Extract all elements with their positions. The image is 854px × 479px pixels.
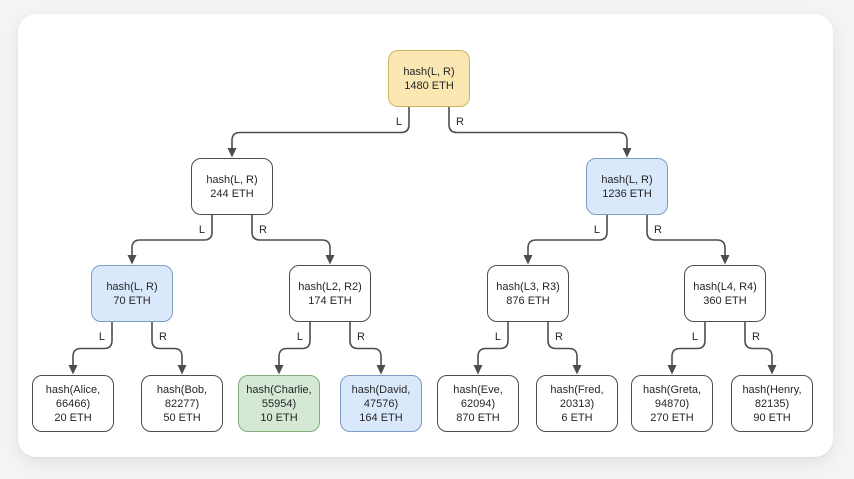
leaf-node-fred: hash(Fred, 20313) 6 ETH (536, 375, 618, 432)
node-label: hash(David, 47576) (351, 383, 411, 410)
tree-node-right-right: hash(L4, R4) 360 ETH (684, 265, 766, 322)
node-label: hash(Fred, 20313) (550, 383, 604, 410)
edge-label: L (199, 224, 205, 236)
node-label: hash(L2, R2) (298, 280, 362, 293)
node-value: 870 ETH (456, 411, 500, 424)
edge-connector (231, 107, 410, 149)
tree-node-left-left: hash(L, R) 70 ETH (91, 265, 173, 322)
node-label: hash(Eve, 62094) (453, 383, 503, 410)
leaf-node-david: hash(David, 47576) 164 ETH (340, 375, 422, 432)
edge-label: L (594, 224, 600, 236)
leaf-node-charlie: hash(Charlie, 55954) 10 ETH (238, 375, 320, 432)
arrowhead-icon (325, 255, 335, 265)
edge-connector (72, 322, 113, 366)
leaf-node-eve: hash(Eve, 62094) 870 ETH (437, 375, 519, 432)
node-value: 174 ETH (308, 294, 352, 307)
edge-label: R (159, 331, 167, 343)
node-label: hash(Alice, 66466) (45, 383, 101, 410)
tree-node-right: hash(L, R) 1236 ETH (586, 158, 668, 215)
node-value: 6 ETH (561, 411, 593, 424)
arrowhead-icon (622, 148, 632, 158)
arrowhead-icon (523, 255, 533, 265)
node-value: 360 ETH (703, 294, 747, 307)
edge-connector (477, 322, 509, 366)
tree-node-left: hash(L, R) 244 ETH (191, 158, 273, 215)
node-label: hash(Henry, 82135) (742, 383, 802, 410)
arrowhead-icon (473, 365, 483, 375)
tree-node-left-right: hash(L2, R2) 174 ETH (289, 265, 371, 322)
tree-node-root: hash(L, R) 1480 ETH (388, 50, 470, 107)
edge-label: L (99, 331, 105, 343)
leaf-node-greta: hash(Greta, 94870) 270 ETH (631, 375, 713, 432)
node-value: 50 ETH (163, 411, 201, 424)
edge-connector (278, 322, 311, 366)
node-label: hash(L, R) (206, 173, 258, 186)
node-value: 270 ETH (650, 411, 694, 424)
arrowhead-icon (376, 365, 386, 375)
edge-connector (349, 322, 382, 366)
edge-connector (547, 322, 578, 366)
arrowhead-icon (68, 365, 78, 375)
edge-label: L (692, 331, 698, 343)
node-label: hash(Greta, 94870) (642, 383, 702, 410)
edge-label: L (495, 331, 501, 343)
arrowhead-icon (274, 365, 284, 375)
node-value: 1480 ETH (404, 79, 454, 92)
arrowhead-icon (720, 255, 730, 265)
leaf-node-alice: hash(Alice, 66466) 20 ETH (32, 375, 114, 432)
node-value: 1236 ETH (602, 187, 652, 200)
edge-connector (251, 215, 331, 256)
node-value: 90 ETH (753, 411, 791, 424)
arrowhead-icon (177, 365, 187, 375)
edge-label: R (654, 224, 662, 236)
arrowhead-icon (667, 365, 677, 375)
arrowhead-icon (767, 365, 777, 375)
node-label: hash(L, R) (403, 65, 455, 78)
edge-label: R (555, 331, 563, 343)
arrowhead-icon (127, 255, 137, 265)
node-label: hash(Charlie, 55954) (246, 383, 312, 410)
edge-connector (151, 322, 183, 366)
node-value: 70 ETH (113, 294, 151, 307)
tree-node-right-left: hash(L3, R3) 876 ETH (487, 265, 569, 322)
edge-connector (646, 215, 726, 256)
edge-label: L (297, 331, 303, 343)
edge-label: L (396, 116, 402, 128)
node-value: 876 ETH (506, 294, 550, 307)
edge-label: R (357, 331, 365, 343)
node-value: 244 ETH (210, 187, 254, 200)
leaf-node-bob: hash(Bob, 82277) 50 ETH (141, 375, 223, 432)
node-value: 20 ETH (54, 411, 92, 424)
node-label: hash(L4, R4) (693, 280, 757, 293)
edge-label: R (259, 224, 267, 236)
node-label: hash(L3, R3) (496, 280, 560, 293)
edge-connector (131, 215, 213, 256)
node-label: hash(Bob, 82277) (156, 383, 208, 410)
leaf-node-henry: hash(Henry, 82135) 90 ETH (731, 375, 813, 432)
edge-connector (744, 322, 773, 366)
edge-connector (527, 215, 608, 256)
node-label: hash(L, R) (601, 173, 653, 186)
edge-label: R (456, 116, 464, 128)
node-label: hash(L, R) (106, 280, 158, 293)
edge-connector (671, 322, 706, 366)
edge-connector (448, 107, 628, 149)
node-value: 164 ETH (359, 411, 403, 424)
edge-label: R (752, 331, 760, 343)
arrowhead-icon (572, 365, 582, 375)
node-value: 10 ETH (260, 411, 298, 424)
arrowhead-icon (227, 148, 237, 158)
